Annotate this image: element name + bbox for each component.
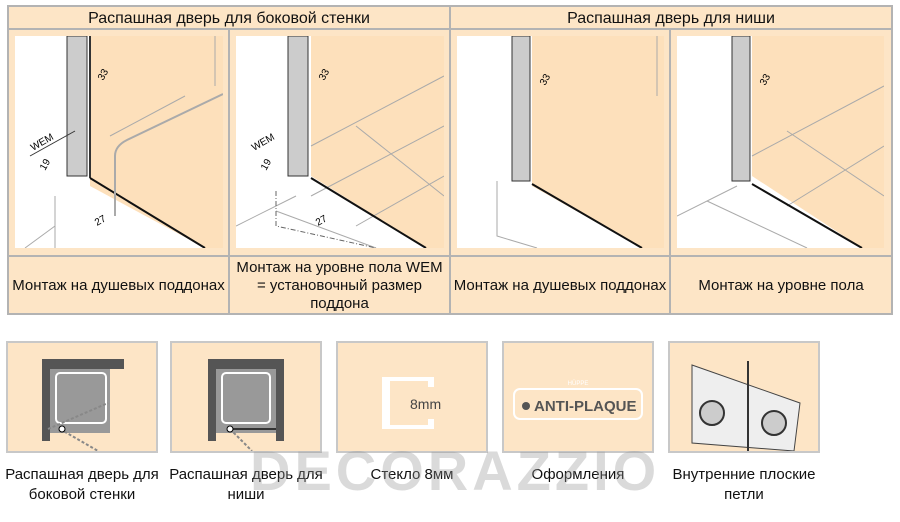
feature-label-side-wall: Распашная дверь для боковой стенки — [5, 466, 159, 503]
floor-install-drawing: WEM 19 27 33 — [236, 36, 444, 248]
caption-niche-tray: Монтаж на душевых поддонах — [451, 255, 671, 315]
anti-plaque-logo: HÜPPE ANTI-PLAQUE — [513, 380, 643, 420]
diagram-side-tray: WEM 19 27 33 — [9, 30, 230, 255]
niche-tray-drawing: 33 — [457, 36, 664, 248]
watermark: DECORAZZIO — [250, 439, 661, 502]
diagram-niche-floor: 33 — [671, 30, 891, 255]
caption-side-floor: Монтаж на уровне пола WEM = установочный… — [230, 255, 451, 315]
feature-tile-side-wall — [6, 341, 158, 453]
svg-text:8mm: 8mm — [410, 396, 441, 412]
tray-install-drawing: WEM 19 27 33 — [15, 36, 223, 248]
feature-label-glass: Стекло 8мм — [370, 466, 454, 483]
niche-floor-drawing: 33 — [677, 36, 884, 248]
svg-text:33: 33 — [96, 67, 111, 83]
feature-label-hinge: Внутренние плоские петли — [672, 466, 816, 503]
glass-thickness-icon: 8mm — [382, 377, 441, 429]
svg-text:19: 19 — [38, 157, 53, 173]
feature-label-anti-plaque: Оформления — [531, 466, 625, 483]
svg-text:ANTI-PLAQUE: ANTI-PLAQUE — [534, 398, 637, 415]
flat-hinge-icon — [691, 361, 801, 451]
svg-text:27: 27 — [93, 213, 109, 228]
diagram-side-floor: WEM 19 27 33 — [230, 30, 451, 255]
svg-text:33: 33 — [758, 72, 773, 88]
niche-door-plan-icon — [208, 359, 284, 451]
header-niche: Распашная дверь для ниши — [451, 7, 891, 30]
feature-tile-niche — [170, 341, 322, 453]
svg-text:33: 33 — [538, 72, 553, 88]
feature-tile-hinge — [668, 341, 820, 453]
header-side-wall: Распашная дверь для боковой стенки — [9, 7, 451, 30]
caption-niche-floor: Монтаж на уровне пола — [671, 255, 891, 315]
svg-text:27: 27 — [314, 213, 330, 228]
feature-label-niche: Распашная дверь для ниши — [169, 466, 323, 503]
svg-text:19: 19 — [259, 157, 274, 173]
caption-side-tray: Монтаж на душевых поддонах — [9, 255, 230, 315]
svg-text:33: 33 — [317, 67, 332, 83]
feature-tile-glass: 8mm — [336, 341, 488, 453]
svg-text:HÜPPE: HÜPPE — [568, 380, 589, 387]
side-wall-door-plan-icon — [42, 359, 124, 451]
installation-table: Распашная дверь для боковой стенки Распа… — [7, 5, 893, 315]
feature-tile-anti-plaque: HÜPPE ANTI-PLAQUE — [502, 341, 654, 453]
diagram-niche-tray: 33 — [451, 30, 671, 255]
